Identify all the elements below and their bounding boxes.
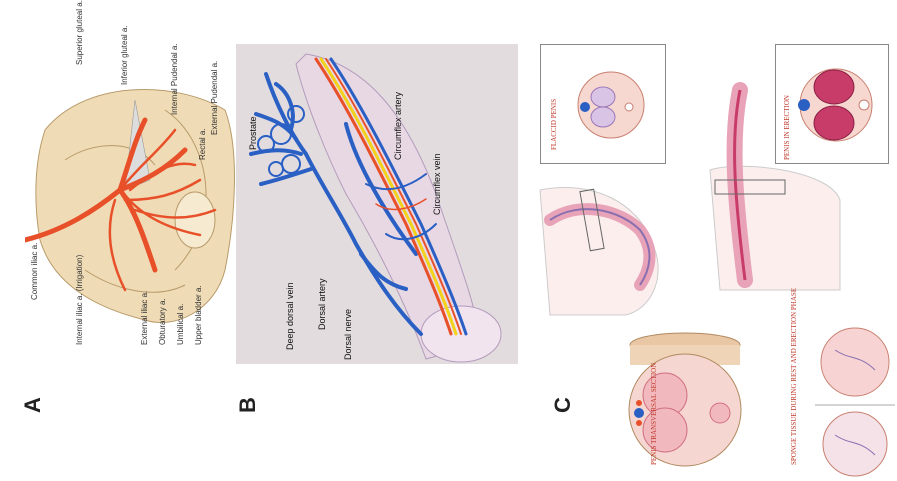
label-internal-iliac: Internal iliac a. (Irrigation) [75,255,84,345]
panel-b-illustration [236,44,518,364]
label-dorsal-nerve: Dorsal nerve [343,309,353,360]
label-inferior-gluteal: Inferior gluteal a. [120,25,129,85]
erection-side-view [700,80,850,300]
transversal-section [625,325,745,475]
panel-a-letter: A [20,397,46,413]
label-deep-dorsal-vein: Deep dorsal vein [285,282,295,350]
flaccid-cross-section-box [540,44,666,164]
label-obturatory: Obturatory a. [158,298,167,345]
label-external-iliac: External iliac a. [140,291,149,345]
panel-c-letter: C [550,397,576,413]
label-umbilical: Umbilical a. [176,304,185,345]
label-superior-gluteal: Superior gluteal a. [75,0,84,65]
label-dorsal-artery: Dorsal artery [317,278,327,330]
label-external-pudendal: External Pudendal a. [210,61,219,135]
label-circumflex-artery: Circumflex artery [393,92,403,160]
label-prostate: Prostate [248,116,258,150]
label-common-iliac: Common iliac a. [30,243,39,300]
label-rectal: Rectal a. [198,128,207,160]
label-flaccid-penis: FLACCID PENIS [550,99,558,150]
label-sponge-tissue: SPONGE TISSUE DURING REST AND ERECTION P… [790,288,798,465]
label-internal-pudendal: Internal Pudendal a. [170,43,179,115]
panel-b-letter: B [235,397,261,413]
label-upper-bladder: Upper bladder a. [194,285,203,345]
flaccid-side-view [530,170,680,320]
label-penis-transversal-section: PENIS TRANSVERSAL SECTION [650,363,658,465]
label-circumflex-vein: Circumflex vein [432,153,442,215]
sponge-tissue-circles [815,320,895,480]
